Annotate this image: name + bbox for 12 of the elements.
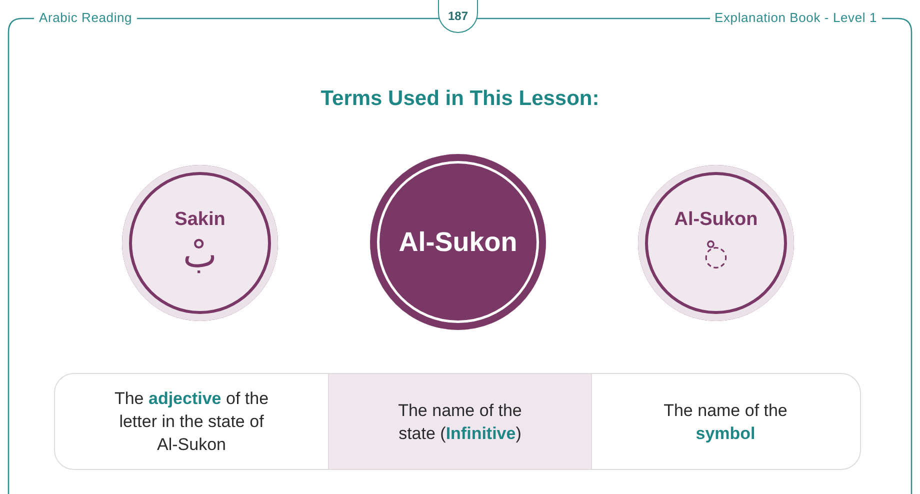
term-name: Al-Sukon (398, 226, 518, 258)
table-cell: The name of the symbol (591, 374, 859, 469)
page-number: 187 (438, 0, 478, 33)
term-name: Al-Sukon (674, 208, 758, 230)
title: Terms Used in This Lesson: (320, 86, 600, 112)
header-text: Explanation Book - Level 1 (710, 10, 882, 26)
table-cell: The name of the state (Infinitive) (328, 374, 591, 469)
table-cell-text: The adjective of the letter in the state of Al-Sukon (113, 388, 270, 456)
arabic-letter: بْ (183, 234, 217, 278)
term-name: Sakin (174, 208, 226, 230)
sukun-symbol: ◌ْ (704, 238, 728, 274)
header-text: Arabic Reading (34, 10, 138, 26)
